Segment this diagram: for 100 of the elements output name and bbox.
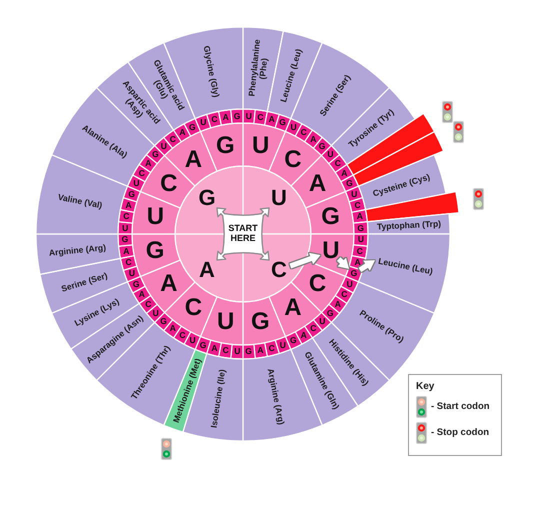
base-letter: G	[216, 134, 235, 158]
base-letter: A	[300, 330, 307, 340]
base-letter: G	[160, 316, 167, 326]
legend-label: - Stop codon	[431, 428, 490, 438]
base-letter: C	[354, 200, 361, 210]
amino-acid-label: Leucine (Leu)	[376, 256, 435, 277]
base-letter: U	[319, 316, 326, 326]
base-letter: G	[346, 179, 353, 188]
base-letter: A	[341, 168, 348, 178]
base-letter: U	[160, 142, 167, 151]
base-letter: A	[308, 172, 326, 196]
base-letter: C	[160, 172, 178, 196]
base-letter: A	[222, 112, 229, 122]
base-letter: A	[126, 200, 132, 210]
base-letter: C	[284, 148, 302, 172]
base-letter: U	[200, 118, 206, 127]
base-letter: C	[126, 258, 132, 267]
base-letter: G	[279, 118, 286, 127]
base-letter: C	[356, 246, 363, 256]
base-letter: U	[327, 150, 334, 159]
base-letter: G	[132, 280, 140, 288]
base-letter: U	[358, 235, 364, 244]
base-letter: U	[133, 179, 140, 188]
base-letter: U	[322, 239, 340, 264]
base-letter: G	[146, 239, 164, 264]
base-letter: C	[211, 115, 218, 124]
base-letter: G	[189, 122, 196, 132]
base-letter: U	[152, 308, 159, 318]
legend-label: - Start codon	[431, 402, 490, 412]
arrow	[358, 258, 376, 272]
amino-acid-label: Phenylalanine (Phe)	[247, 38, 270, 99]
base-letter: U	[234, 347, 240, 356]
base-letter: G	[198, 186, 216, 209]
base-letter: G	[318, 142, 326, 151]
base-letter: G	[152, 150, 159, 159]
base-letter: A	[160, 272, 178, 296]
base-letter: G	[250, 310, 270, 334]
base-letter: A	[145, 159, 152, 168]
base-letter: A	[211, 344, 218, 352]
base-letter: A	[170, 324, 176, 333]
base-letter: G	[321, 204, 340, 229]
amino-acid-sector	[367, 213, 450, 234]
base-letter: C	[300, 128, 307, 137]
base-letter: A	[179, 128, 186, 137]
base-letter: A	[257, 346, 264, 355]
base-letter: U	[246, 112, 252, 120]
base-letter: A	[354, 258, 361, 267]
base-letter: U	[190, 336, 196, 345]
base-letter: G	[357, 224, 364, 232]
base-letter: U	[252, 134, 270, 158]
base-letter: C	[271, 259, 287, 282]
base-letter: C	[310, 324, 316, 333]
base-letter: A	[123, 246, 130, 256]
amino-acid-label: Isoleucine (Ile)	[210, 368, 228, 430]
base-letter: C	[222, 346, 229, 355]
base-letter: G	[326, 308, 334, 318]
base-letter: C	[308, 272, 326, 296]
base-letter: A	[284, 296, 302, 320]
base-letter: C	[257, 112, 264, 122]
amino-acid-label: Arginine (Arg)	[48, 242, 108, 258]
base-letter: U	[280, 340, 286, 350]
base-letter: C	[179, 330, 186, 340]
base-letter: A	[334, 300, 341, 308]
base-letter: A	[310, 134, 316, 144]
base-letter: C	[123, 212, 130, 221]
base-letter: G	[350, 269, 358, 278]
base-letter: U	[351, 190, 358, 198]
base-letter: A	[198, 259, 215, 282]
arrow	[337, 257, 351, 271]
amino-acid-label: Typtophan (Trp)	[376, 220, 442, 232]
base-letter: C	[138, 168, 145, 178]
base-letter: U	[146, 204, 164, 229]
start-label: START HERE	[228, 224, 258, 244]
base-letter: C	[268, 344, 275, 352]
base-letter: U	[271, 186, 287, 209]
base-letter: A	[268, 115, 275, 124]
base-letter: U	[122, 224, 128, 232]
base-letter: C	[145, 300, 152, 308]
base-letter: C	[170, 134, 176, 144]
base-letter: G	[234, 112, 240, 120]
legend-title: Key	[416, 382, 434, 392]
base-letter: G	[128, 190, 136, 198]
base-letter: C	[341, 290, 348, 299]
base-letter: U	[346, 280, 353, 288]
amino-acid-label: Arginine (Arg)	[265, 367, 286, 427]
base-letter: G	[122, 235, 128, 244]
amino-acid-label: Valine (Val)	[56, 192, 104, 211]
base-letter: A	[184, 148, 202, 172]
base-letter: C	[334, 159, 341, 168]
base-letter: A	[138, 290, 145, 299]
base-letter: U	[290, 122, 297, 132]
base-letter: U	[217, 310, 234, 334]
amino-acid-label: Serine (Ser)	[59, 270, 109, 294]
base-letter: A	[356, 212, 363, 221]
base-letter: G	[200, 340, 206, 350]
base-letter: U	[128, 269, 136, 278]
base-letter: G	[290, 336, 297, 345]
amino-acid-label: Glycine (Gly)	[200, 44, 220, 99]
base-letter: C	[184, 296, 202, 320]
base-letter: G	[245, 347, 252, 356]
